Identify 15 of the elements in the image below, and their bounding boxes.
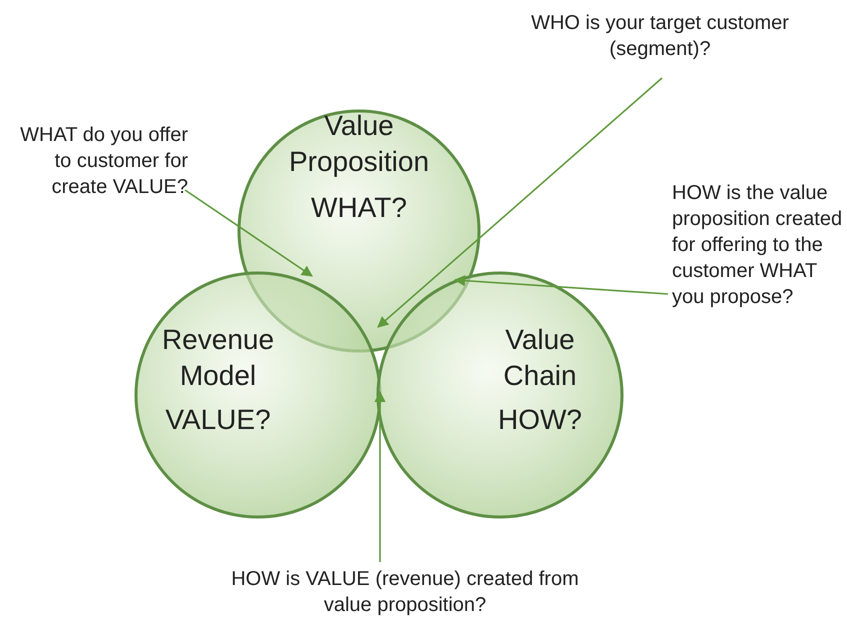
venn-circle [375,270,625,520]
circle-title: Revenue Model [160,323,276,393]
circle-question: HOW? [497,403,583,437]
leader-arrow [377,77,663,328]
circle-question: VALUE? [164,403,272,437]
leader-arrow [184,189,313,277]
callout-text: HOW is VALUE (revenue) created from value proposition? [230,567,580,618]
leader-arrow [454,275,668,295]
callout-text: WHO is your target customer (segment)? [530,11,790,62]
callout-text: HOW is the value proposition created for offering to the customer WHAT you propose? [672,181,844,310]
circle-title: Value Chain [502,323,578,393]
leader-arrow [374,390,386,562]
circle-question: WHAT? [310,191,408,225]
circle-title: Value Proposition [288,109,430,179]
callout-text: WHAT do you offer to customer for create VALUE? [19,123,188,200]
